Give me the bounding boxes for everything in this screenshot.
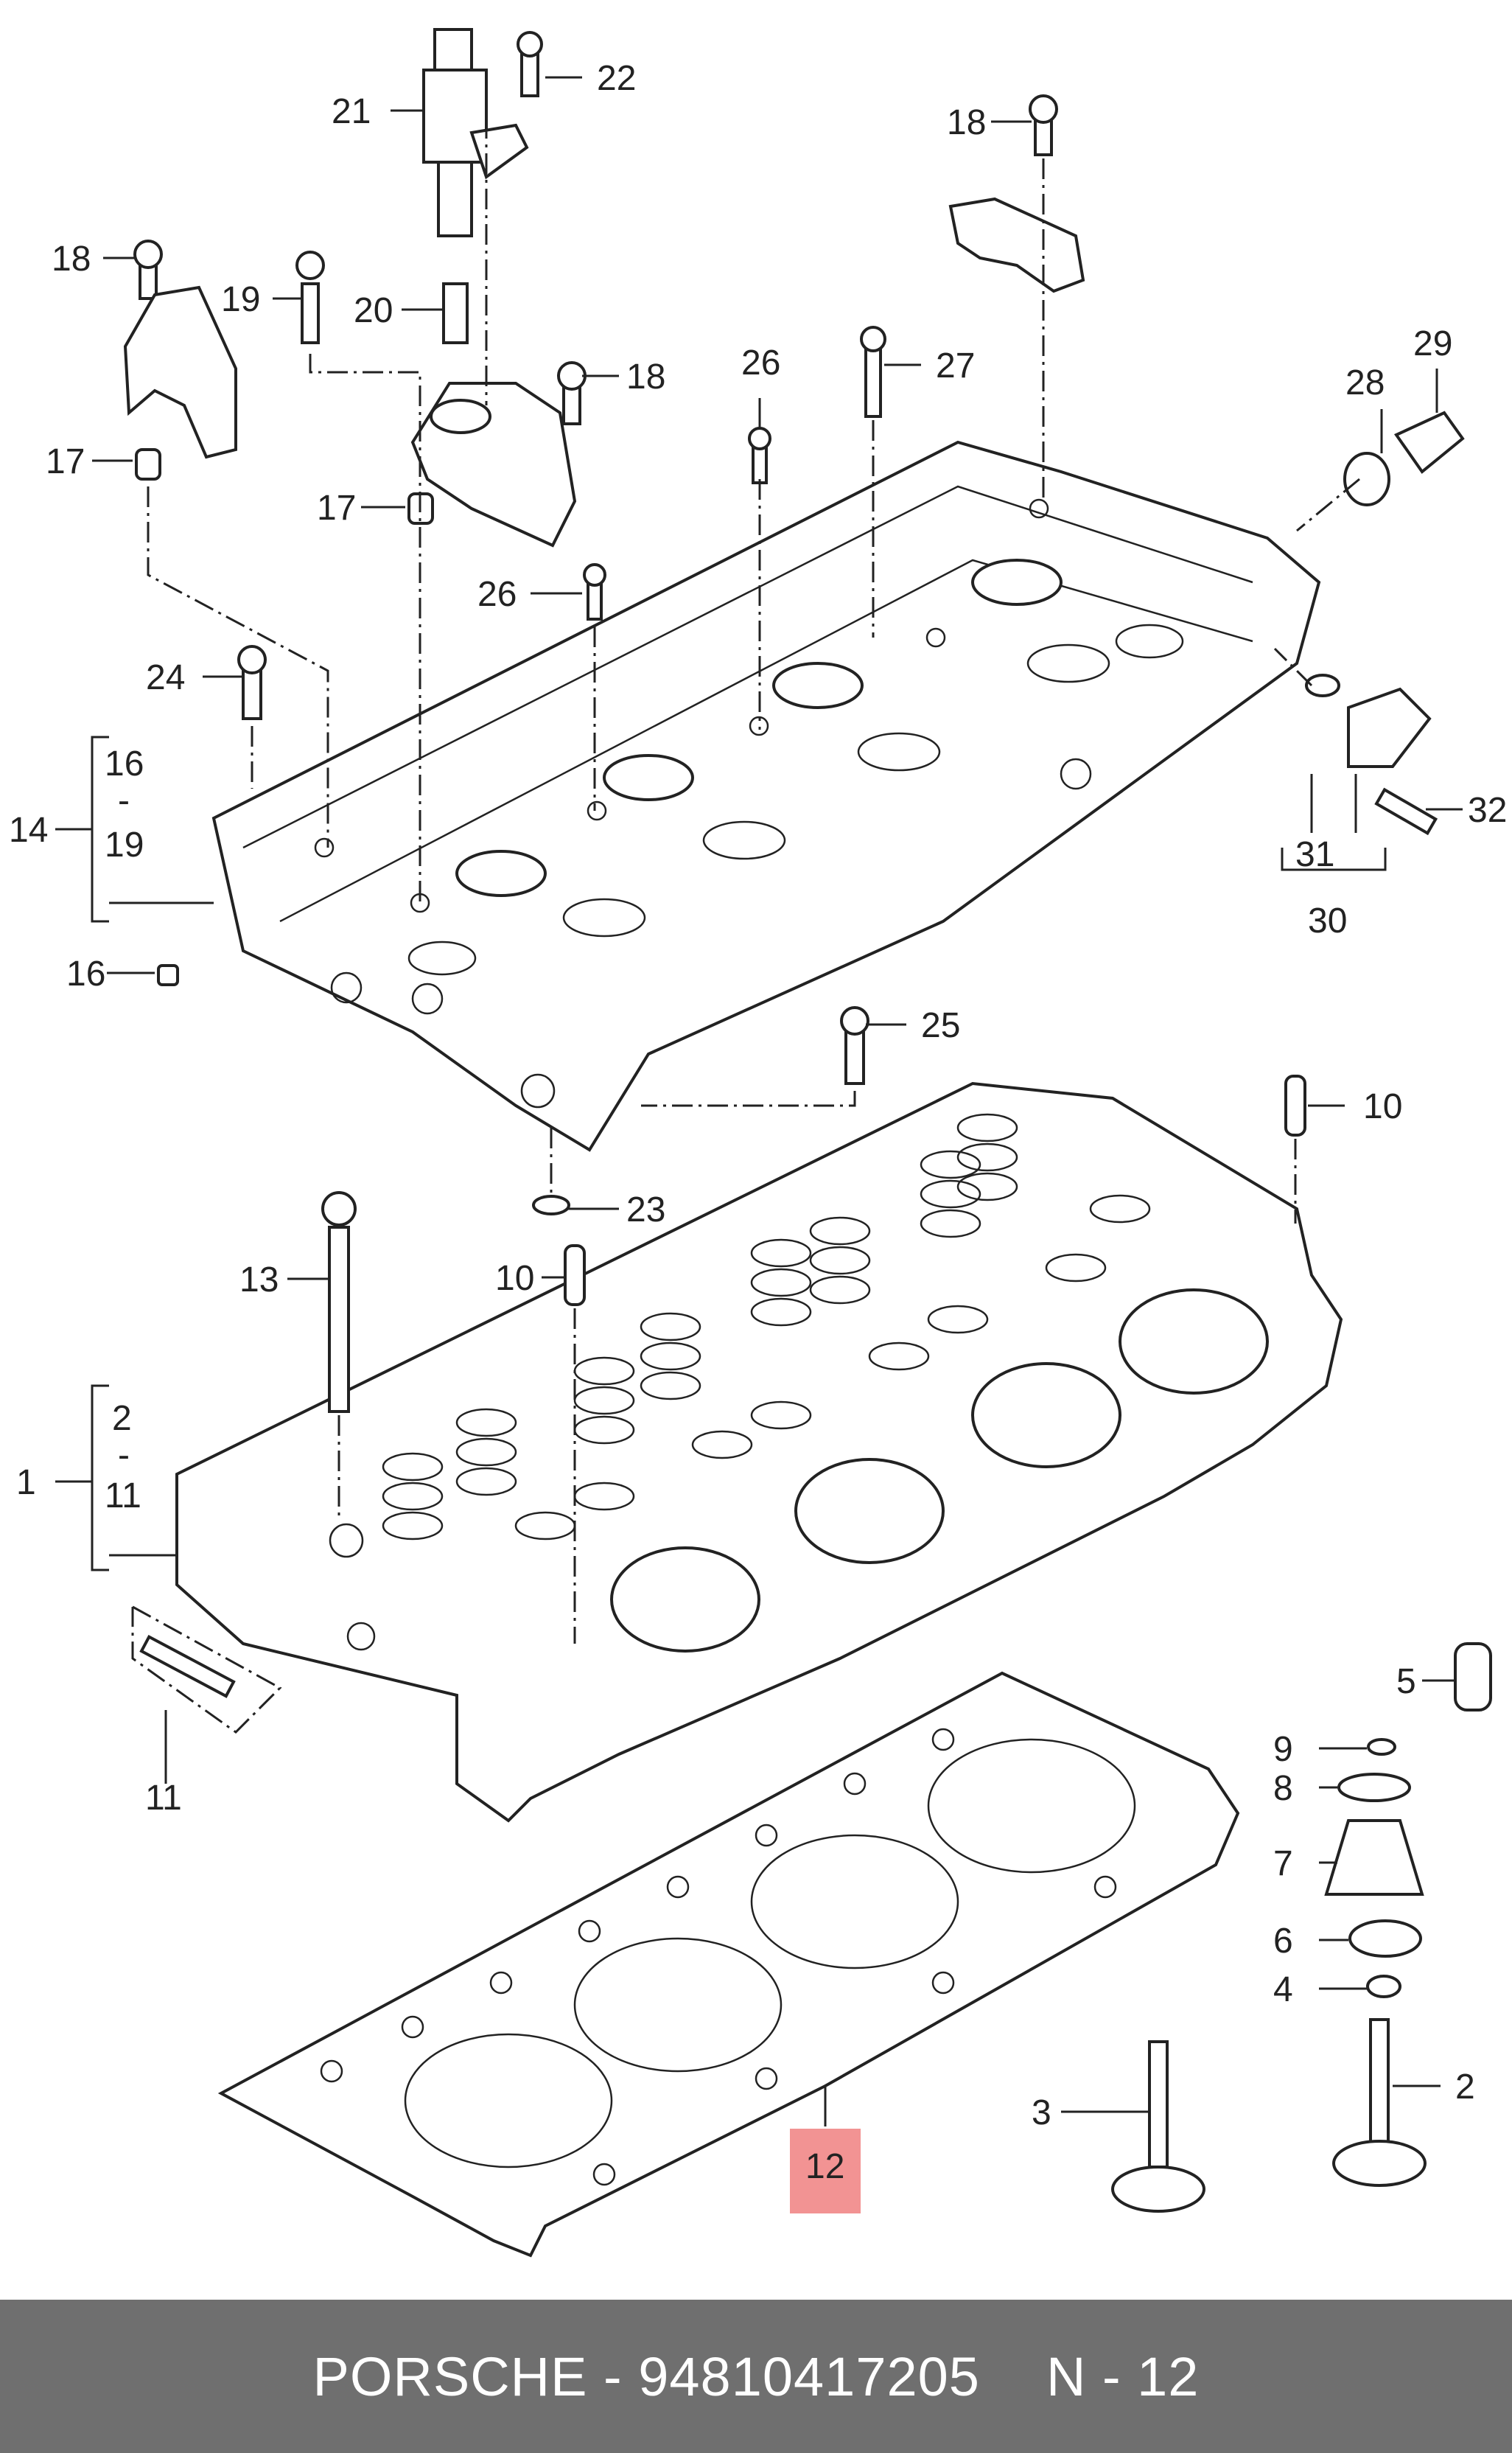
callout-11: 11 bbox=[105, 1476, 141, 1515]
callout-19: 19 bbox=[221, 280, 260, 319]
callout-17: 17 bbox=[46, 442, 85, 481]
callout-3: 3 bbox=[1032, 2093, 1051, 2132]
callout-20: 20 bbox=[354, 291, 393, 330]
callout-18: 18 bbox=[626, 357, 665, 397]
callout-23: 23 bbox=[626, 1190, 665, 1229]
callout-26: 26 bbox=[741, 343, 780, 383]
callout-labels: 21 22 18 18 19 20 18 26 27 28 29 17 17 2… bbox=[9, 59, 1507, 2186]
camshaft-housing bbox=[211, 440, 1321, 1152]
callout-22: 22 bbox=[597, 59, 636, 98]
callout-9: 9 bbox=[1273, 1730, 1293, 1769]
callout-31: 31 bbox=[1295, 835, 1334, 874]
callout-25: 25 bbox=[921, 1006, 960, 1045]
callout-range-dash: - bbox=[118, 781, 130, 820]
callout-26: 26 bbox=[477, 575, 517, 614]
callout-8: 8 bbox=[1273, 1769, 1293, 1808]
callout-1: 1 bbox=[16, 1463, 36, 1502]
cylinder-head bbox=[175, 1081, 1343, 1823]
part-number: 94810417205 bbox=[638, 2345, 980, 2407]
callout-4: 4 bbox=[1273, 1970, 1293, 2009]
callout-10: 10 bbox=[1363, 1087, 1402, 1126]
callout-21: 21 bbox=[332, 92, 371, 131]
callout-18: 18 bbox=[52, 240, 91, 279]
callout-24: 24 bbox=[146, 658, 185, 697]
callout-32: 32 bbox=[1468, 791, 1507, 830]
callout-13: 13 bbox=[239, 1260, 279, 1299]
callout-11: 11 bbox=[145, 1779, 182, 1818]
callout-2: 2 bbox=[112, 1399, 132, 1438]
callout-18: 18 bbox=[947, 103, 986, 142]
highlight-callout-12 bbox=[790, 2129, 861, 2213]
brand-name: PORSCHE bbox=[312, 2345, 588, 2407]
callout-27: 27 bbox=[936, 346, 975, 385]
callout-30: 30 bbox=[1308, 901, 1347, 941]
callout-16: 16 bbox=[105, 744, 144, 784]
callout-17: 17 bbox=[317, 489, 356, 528]
callout-10: 10 bbox=[495, 1259, 534, 1298]
callout-16: 16 bbox=[66, 955, 105, 994]
head-gasket bbox=[217, 1671, 1240, 2258]
caption-bar: PORSCHE - 94810417205 N - 12 bbox=[0, 2300, 1512, 2453]
callout-2: 2 bbox=[1455, 2068, 1475, 2107]
caption-separator: - bbox=[587, 2345, 639, 2407]
callout-12: 12 bbox=[805, 2147, 844, 2186]
callout-range-dash: - bbox=[118, 1436, 130, 1475]
exploded-parts-diagram: 21 22 18 18 19 20 18 26 27 28 29 17 17 2… bbox=[9, 28, 1507, 2258]
callout-reference: N - 12 bbox=[1046, 2345, 1200, 2407]
callout-19: 19 bbox=[105, 826, 144, 865]
callout-5: 5 bbox=[1396, 1662, 1416, 1701]
leader-lines bbox=[55, 76, 1463, 2126]
callout-6: 6 bbox=[1273, 1922, 1293, 1961]
small-parts bbox=[123, 28, 1492, 2213]
callout-14: 14 bbox=[9, 811, 48, 850]
callout-28: 28 bbox=[1345, 363, 1385, 402]
callout-29: 29 bbox=[1413, 324, 1452, 363]
callout-7: 7 bbox=[1273, 1844, 1293, 1883]
